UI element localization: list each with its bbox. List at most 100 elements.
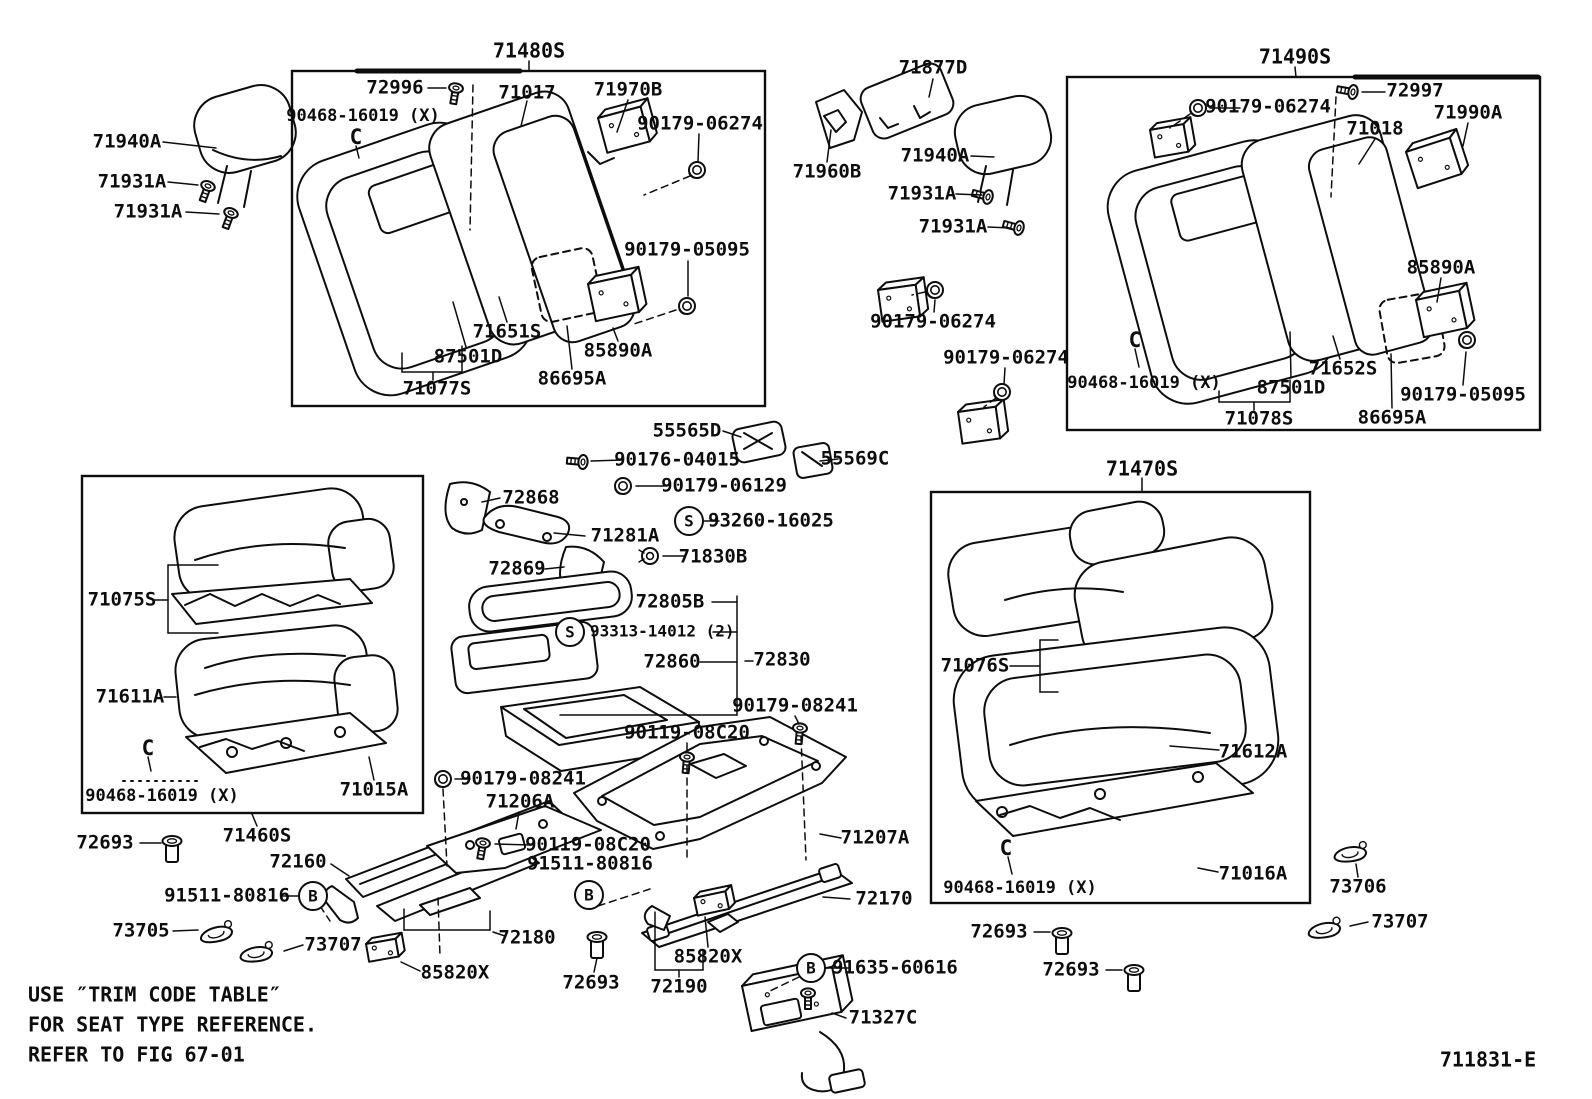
diagram-shape: [199, 738, 305, 752]
seatback-frame-71652s: [1307, 136, 1435, 356]
leader-line: [147, 756, 152, 772]
leader-line: [1294, 66, 1297, 78]
leader-line: [1330, 96, 1337, 198]
leader-line: [1169, 113, 1191, 129]
bolt-icon: [565, 454, 589, 470]
part-label-72160: 72160: [269, 851, 326, 873]
leader-line: [911, 291, 926, 296]
amplifier-85890a-r: [1415, 281, 1476, 339]
diagram-shape: [243, 170, 252, 208]
part-label-72180: 72180: [498, 927, 555, 949]
connector-85820x-l: [365, 931, 406, 963]
part-label-90468-16019-X-: 90468-16019 (X): [1067, 373, 1221, 393]
diagram-shape: [204, 652, 346, 669]
leader-line: [492, 931, 506, 937]
nut-icon: [434, 770, 452, 788]
part-label-90468-16019-X-: 90468-16019 (X): [85, 786, 239, 806]
part-label-71940A: 71940A: [901, 145, 970, 167]
leader-line: [452, 301, 467, 348]
grommet-icon: [638, 547, 659, 565]
leader-line: [1289, 331, 1292, 379]
diagram-shape: [419, 887, 481, 916]
nut-icon: [678, 297, 696, 315]
part-label-71075S: 71075S: [88, 589, 157, 611]
headrest-left: [193, 84, 297, 174]
assembly-boxes-layer: [80, 69, 1542, 905]
diagram-shape: [823, 109, 847, 133]
leader-line: [469, 84, 474, 231]
nut-icon: [688, 161, 706, 179]
part-label-71877D: 71877D: [899, 57, 968, 79]
part-label-71652S: 71652S: [1309, 358, 1378, 380]
diagram-shape: [759, 997, 803, 1027]
part-label-55565D: 55565D: [653, 420, 722, 442]
leader-line: [769, 976, 800, 992]
part-label-90179-06274: 90179-06274: [637, 113, 763, 135]
leader-line: [800, 736, 807, 861]
part-label-71960B: 71960B: [793, 161, 862, 183]
assembly-box-71460S: [80, 474, 425, 815]
part-label-71990A: 71990A: [1434, 102, 1503, 124]
part-label-90119-08C20: 90119-08C20: [525, 834, 651, 856]
part-label-73707: 73707: [304, 934, 361, 956]
part-label-72868: 72868: [502, 487, 559, 509]
part-label-90179-06274: 90179-06274: [1205, 96, 1331, 118]
part-label-93260-16025: 93260-16025: [708, 510, 834, 532]
diagram-shape: [587, 151, 615, 165]
diagram-shape: [1006, 169, 1014, 206]
leader-line: [355, 145, 360, 159]
lock-assy-71970b: [597, 97, 658, 154]
ref-marker-b: B: [298, 881, 328, 911]
part-label-90179-08241: 90179-08241: [460, 768, 586, 790]
footer-note-1: USE ″TRIM CODE TABLE″: [28, 983, 281, 1007]
nut-icon: [993, 383, 1011, 401]
leader-line: [590, 459, 623, 462]
nut-icon: [614, 477, 632, 495]
artwork-layer: [161, 62, 1476, 1094]
diagram-shape: [1009, 726, 1211, 746]
leader-line: [794, 715, 800, 725]
bolt-icon: [221, 207, 239, 231]
connector-85820x-c: [693, 884, 736, 917]
part-label-71931A: 71931A: [919, 216, 988, 238]
part-label-72860: 72860: [643, 651, 700, 673]
ref-marker-s: S: [674, 506, 704, 536]
bolt-icon: [1335, 84, 1359, 100]
bolt-icon: [679, 751, 695, 775]
silencer-pad-86695a: [530, 247, 604, 323]
part-label-90179-06274: 90179-06274: [870, 311, 996, 333]
part-label-87501D: 87501D: [434, 346, 503, 368]
part-label-71490S: 71490S: [1259, 45, 1331, 69]
leader-line: [167, 181, 199, 186]
part-label-71480S: 71480S: [493, 39, 565, 63]
part-label-71327C: 71327C: [849, 1007, 918, 1029]
part-label-72693: 72693: [1042, 959, 1099, 981]
hook-73706: [1333, 840, 1368, 863]
diagram-shape: [1094, 788, 1106, 800]
leader-line: [633, 309, 677, 325]
leader-line: [928, 78, 934, 98]
ref-marker-letter: S: [684, 512, 694, 531]
part-label-71830B: 71830B: [679, 546, 748, 568]
clip-72693-r1: [1051, 927, 1073, 955]
part-label-91511-80816: 91511-80816: [164, 885, 290, 907]
leader-line: [1462, 351, 1467, 386]
leader-line: [1332, 335, 1341, 360]
leader-line: [162, 141, 217, 149]
clip-72693-c: [586, 931, 608, 959]
bolt-icon: [1001, 219, 1025, 236]
assembly-box-71490S: [1065, 75, 1542, 432]
assembly-box-71470S: [929, 490, 1312, 905]
figure-code: 711831-E: [1440, 1048, 1536, 1072]
diagram-shape: [743, 432, 773, 450]
diagram-shape: [467, 633, 551, 671]
hook-73707-l: [239, 940, 274, 963]
part-label-90179-05095: 90179-05095: [624, 239, 750, 261]
nut-icon: [1458, 331, 1476, 349]
ref-marker-letter: B: [308, 887, 318, 906]
bolt-icon: [475, 837, 491, 861]
leader-line: [987, 226, 1011, 229]
part-label-72996: 72996: [366, 77, 423, 99]
